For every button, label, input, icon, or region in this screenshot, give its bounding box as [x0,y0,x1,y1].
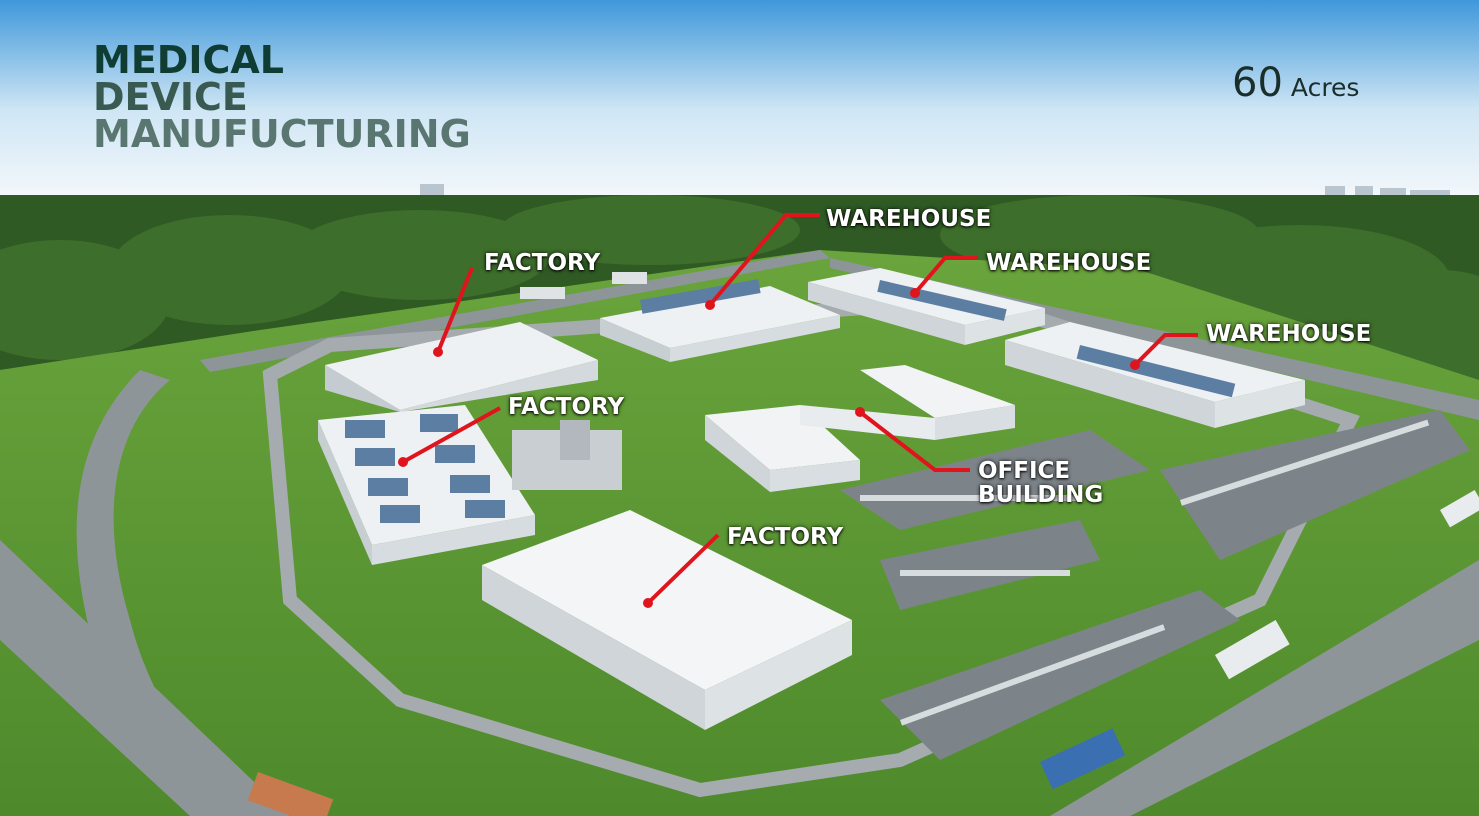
leader-pins [398,288,1140,608]
building-factory-2 [318,405,535,565]
building-office [705,365,1015,492]
title-line-1: MEDICAL [93,38,284,82]
title-line-2: DEVICE [93,75,248,119]
parked-cars [860,419,1430,726]
label-factory-1: FACTORY [484,250,601,276]
trucks [247,272,1479,816]
label-office-line-1: OFFICE [978,458,1071,484]
building-warehouse-3 [1005,322,1305,428]
label-factory-2: FACTORY [508,394,625,420]
label-office-building: OFFICE BUILDING [978,459,1103,507]
site-area-value: 60 [1232,60,1283,106]
site-area-unit: Acres [1290,73,1360,102]
label-warehouse-1: WAREHOUSE [826,206,992,232]
building-warehouse-2 [808,268,1045,345]
project-title: MEDICAL DEVICE MANUFUCTURING [93,38,471,156]
label-office-line-2: BUILDING [978,482,1104,508]
building-factory-3 [482,510,852,730]
title-line-3: MANUFUCTURING [93,112,471,156]
sky [0,0,1479,200]
building-factory-1 [325,322,598,412]
building-warehouse-1 [600,279,840,362]
label-warehouse-3: WAREHOUSE [1206,321,1372,347]
utility-plant [512,420,622,490]
label-factory-3: FACTORY [727,524,844,550]
label-warehouse-2: WAREHOUSE [986,250,1152,276]
leader-lines [402,213,1198,605]
